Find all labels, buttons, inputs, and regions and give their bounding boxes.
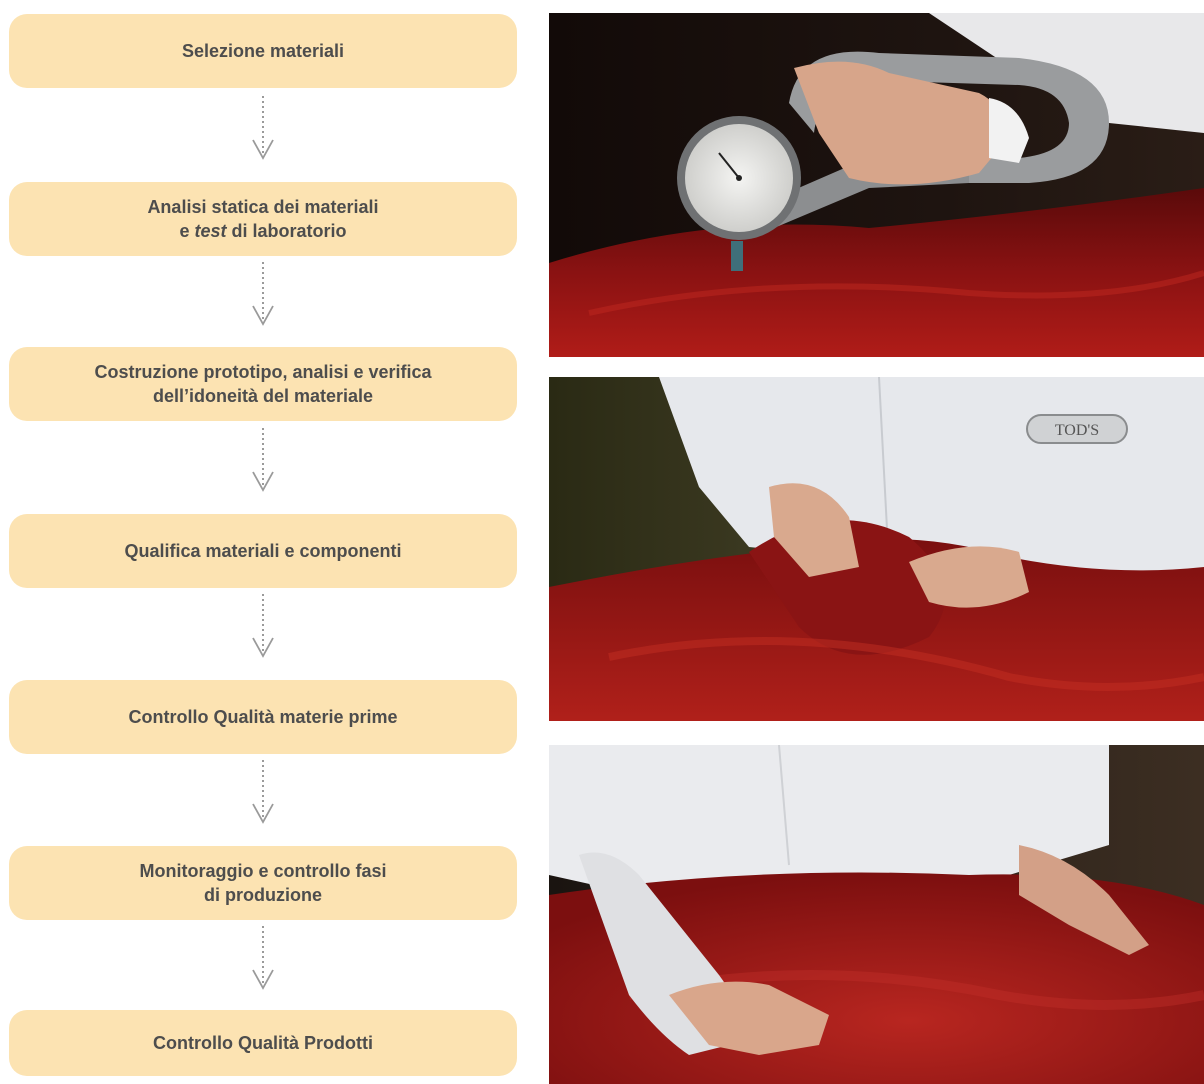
step-label: Selezione materiali	[181, 41, 345, 61]
photo-artisan-suede: TOD'S	[549, 377, 1204, 721]
photo-thickness-gauge	[549, 13, 1204, 357]
step-label-line2: di produzione	[204, 885, 322, 905]
step-label: Qualifica materiali e componenti	[124, 541, 402, 561]
arrow-down-icon	[252, 760, 274, 824]
step-label-line1: Analisi statica dei materiali	[147, 197, 379, 217]
arrow-down-icon	[252, 96, 274, 160]
arrow-down-icon	[252, 926, 274, 990]
step-label-line1: Monitoraggio e controllo fasi	[139, 861, 387, 881]
step-controllo-materie-prime: Controllo Qualità materie prime	[9, 680, 517, 754]
arrow-down-icon	[252, 262, 274, 326]
step-controllo-prodotti: Controllo Qualità Prodotti	[9, 1010, 517, 1076]
process-flowchart: Selezione materiali Analisi statica dei …	[0, 0, 530, 1084]
step-label-line1: Costruzione prototipo, analisi e verific…	[94, 362, 432, 382]
step-costruzione-prototipo: Costruzione prototipo, analisi e verific…	[9, 347, 517, 421]
step-analisi-statica: Analisi statica dei materiali e test di …	[9, 182, 517, 256]
step-label: Controllo Qualità Prodotti	[153, 1033, 373, 1053]
step-label: Controllo Qualità materie prime	[128, 707, 398, 727]
arrow-down-icon	[252, 428, 274, 492]
step-label-line2: e test di laboratorio	[179, 221, 347, 241]
arrow-down-icon	[252, 594, 274, 658]
step-selezione-materiali: Selezione materiali	[9, 14, 517, 88]
step-monitoraggio-produzione: Monitoraggio e controllo fasi di produzi…	[9, 846, 517, 920]
photo-hands-smoothing	[549, 745, 1204, 1084]
step-qualifica-materiali: Qualifica materiali e componenti	[9, 514, 517, 588]
tods-logo-text: TOD'S	[1055, 422, 1099, 439]
step-label-line2: dell’idoneità del materiale	[152, 386, 374, 406]
